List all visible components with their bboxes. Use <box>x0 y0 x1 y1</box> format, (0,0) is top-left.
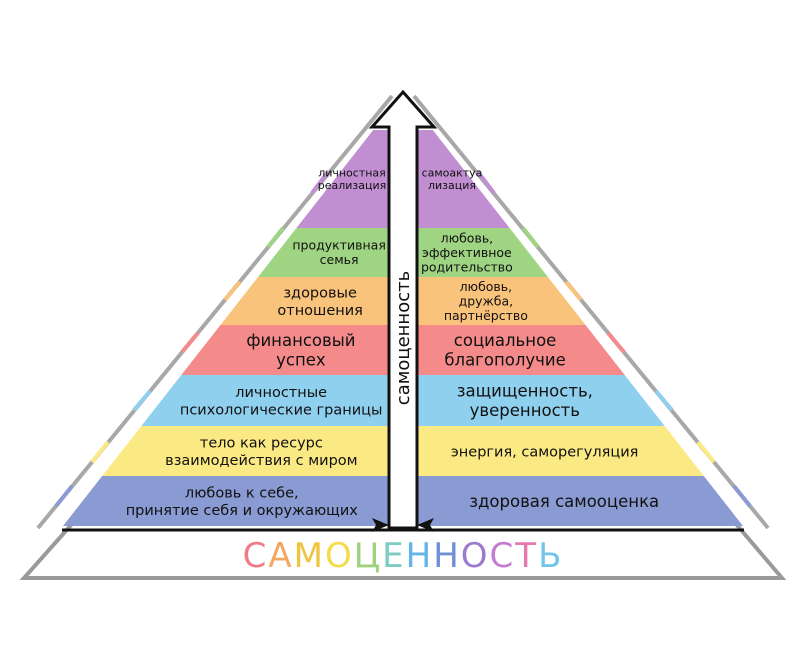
base-title-letter: А <box>268 536 293 576</box>
base-title-letter: Е <box>382 536 405 576</box>
level-green-right-band <box>417 228 548 277</box>
level-violet-right-band <box>417 130 510 228</box>
base-title-letter: О <box>325 536 354 576</box>
base-title: САМОЦЕННОСТЬ <box>243 536 564 576</box>
level-yellow-right-label: энергия, саморегуляция <box>451 444 639 460</box>
level-orange-right-label: любовь,дружба,партнёрство <box>444 279 528 323</box>
base-title-letter: Ь <box>538 536 563 576</box>
level-violet-left-band <box>296 130 389 228</box>
base-title-letter: С <box>490 536 516 576</box>
level-indigo-right-label: здоровая самооценка <box>469 492 659 511</box>
right-arrowhead-icon <box>417 518 434 532</box>
level-green-left-band <box>258 228 389 277</box>
self-worth-arrow <box>368 89 438 530</box>
level-indigo-left-label: любовь к себе,принятие себя и окружающих <box>126 486 359 519</box>
base-title-letter: Н <box>406 536 434 576</box>
base-title-letter: Н <box>433 536 461 576</box>
level-red-right-band <box>417 325 625 375</box>
right-edge-accents <box>476 170 752 508</box>
level-blue-left-band <box>141 375 389 426</box>
level-indigo-right-band <box>417 476 743 526</box>
level-blue-right-label: защищенность,уверенность <box>457 382 593 421</box>
level-blue-right-band <box>417 375 665 426</box>
level-indigo-left-band <box>63 476 389 526</box>
level-yellow-left-band <box>102 426 390 476</box>
level-orange-right-band <box>417 277 586 325</box>
left-edge-accents <box>54 170 330 508</box>
left-arrowhead-icon <box>372 518 389 532</box>
level-orange-left-band <box>220 277 389 325</box>
base-title-letter: Ц <box>354 536 382 576</box>
base-title-letter: М <box>294 536 325 576</box>
level-red-left-band <box>181 325 389 375</box>
base-title-letter: Т <box>514 536 538 576</box>
base-title-letter: С <box>243 536 269 576</box>
axis-label-vertical: самоценность <box>393 271 414 405</box>
level-yellow-right-band <box>417 426 704 476</box>
base-title-letter: О <box>461 536 490 576</box>
